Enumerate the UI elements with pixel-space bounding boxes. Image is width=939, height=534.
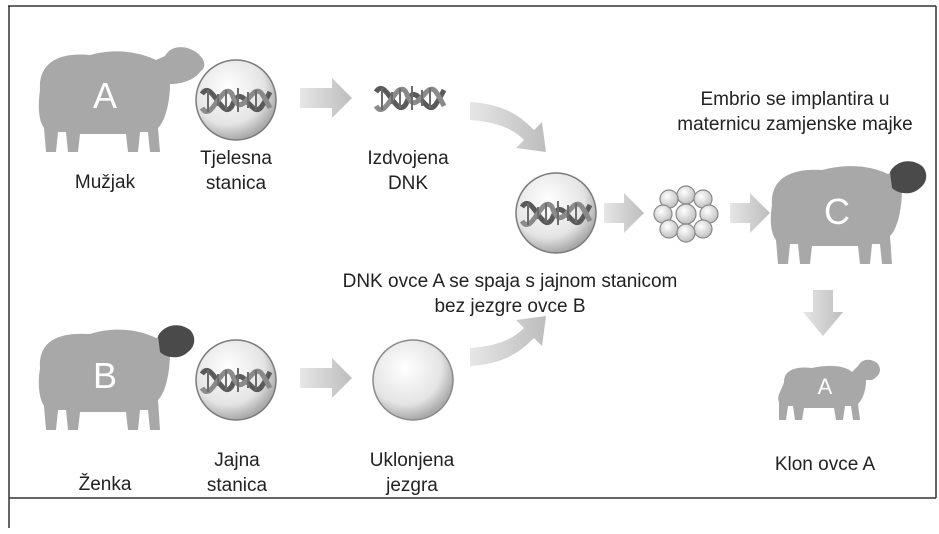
fusion-label-line1: DNK ovce A se spaja s jajnom stanicom — [342, 271, 678, 292]
arrow-egg-to-removed — [300, 358, 352, 398]
removed-nucleus-label: Uklonjena jezgra — [350, 448, 474, 498]
extracted-dna-icon — [376, 86, 444, 110]
male-label: Mužjak — [62, 170, 148, 195]
implant-label: Embrio se implantira u maternicu zamjens… — [664, 87, 926, 137]
sheep-c-icon: C — [770, 161, 927, 264]
arrow-sheep-c-to-clone — [803, 290, 843, 336]
extracted-dna-label-line1: Izdvojena — [367, 148, 449, 169]
egg-cell-icon — [195, 339, 277, 421]
removed-nucleus-label-line2: jezgra — [386, 475, 438, 496]
implant-label-line1: Embrio se implantira u — [700, 89, 890, 110]
egg-cell-label-line1: Jajna — [214, 450, 260, 471]
body-cell-label-line1: Tjelesna — [200, 148, 272, 169]
extracted-dna-label-line2: DNK — [387, 173, 429, 194]
clone-lamb-letter: A — [818, 374, 833, 399]
clone-lamb-icon: A — [778, 359, 880, 420]
fused-cell-icon — [515, 172, 597, 254]
sheep-a-icon: A — [38, 47, 205, 152]
female-label: Ženka — [60, 472, 150, 497]
clone-label: Klon ovce A — [750, 452, 900, 477]
arrow-cell-to-dna — [300, 78, 352, 118]
body-cell-icon — [195, 59, 277, 141]
body-cell-label: Tjelesna stanica — [186, 146, 286, 196]
egg-cell-label-line2: stanica — [206, 475, 268, 496]
implant-label-line2: maternicu zamjenske majke — [677, 114, 913, 135]
sheep-c-letter: C — [824, 191, 850, 232]
embryo-icon — [653, 185, 719, 243]
extracted-dna-label: Izdvojena DNK — [348, 146, 468, 196]
egg-cell-label: Jajna stanica — [192, 448, 282, 498]
arrow-dna-to-fusion — [470, 102, 546, 152]
female-label-text: Ženka — [78, 474, 132, 495]
arrow-embryo-to-sheep-c — [730, 193, 770, 233]
body-cell-label-line2: stanica — [205, 173, 267, 194]
sheep-b-icon: B — [38, 325, 195, 430]
fusion-label: DNK ovce A se spaja s jajnom stanicom be… — [330, 269, 690, 319]
sheep-b-letter: B — [93, 355, 117, 396]
fusion-label-line2: bez jezgre ovce B — [434, 296, 586, 317]
removed-nucleus-label-line1: Uklonjena — [369, 450, 455, 471]
clone-label-text: Klon ovce A — [774, 454, 876, 475]
arrow-fusion-to-embryo — [604, 193, 644, 233]
enucleated-egg-icon — [372, 339, 454, 421]
arrow-removed-to-fusion — [470, 316, 546, 366]
male-label-text: Mužjak — [74, 172, 136, 193]
sheep-a-letter: A — [93, 75, 117, 116]
